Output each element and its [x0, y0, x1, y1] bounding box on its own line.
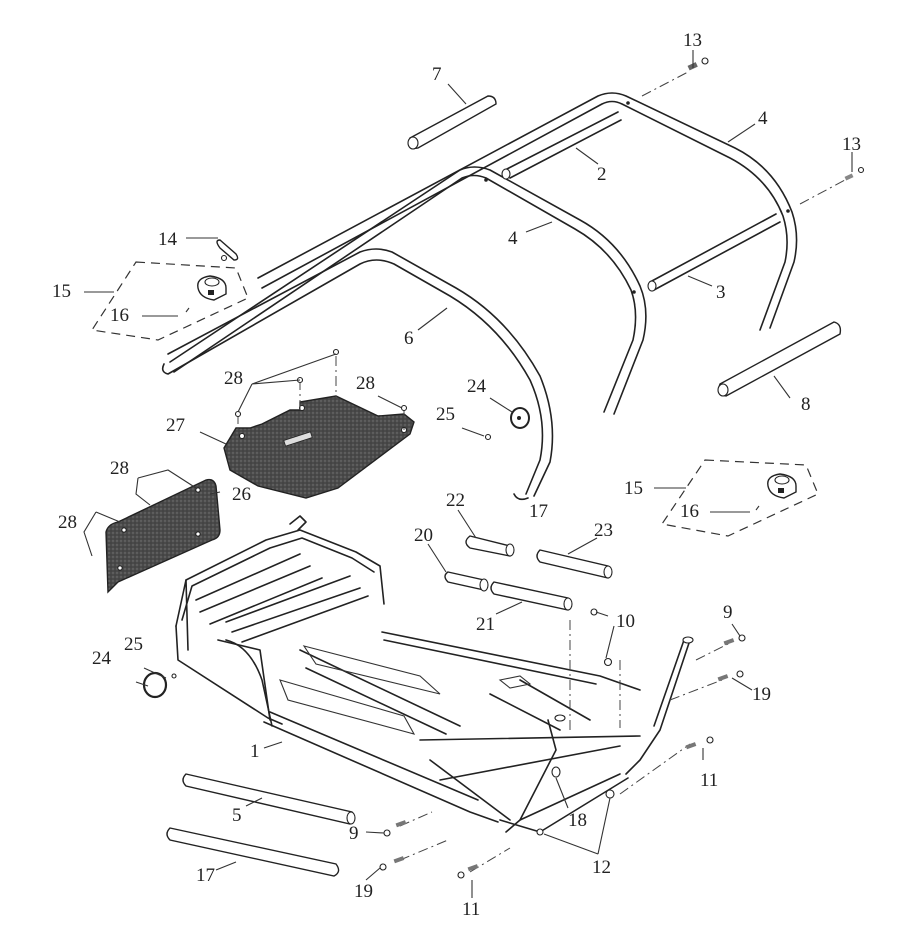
label-part-25-upper: 25 — [436, 404, 455, 425]
label-part-23: 23 — [594, 520, 613, 541]
clamp-assembly-left — [90, 261, 249, 341]
label-part-25-lower: 25 — [124, 634, 143, 655]
front-roll-hoop — [161, 248, 554, 501]
bolt-19-right — [669, 670, 744, 701]
label-part-3: 3 — [716, 282, 726, 303]
roll-hoop-rear — [257, 92, 798, 331]
label-part-1: 1 — [250, 741, 260, 762]
nut-10 — [569, 608, 621, 730]
label-part-22: 22 — [446, 490, 465, 511]
label-part-10: 10 — [616, 611, 635, 632]
sleeve-23 — [536, 549, 613, 579]
label-part-12: 12 — [592, 857, 611, 878]
label-part-26: 26 — [232, 484, 251, 505]
rivets-28-side — [83, 469, 197, 557]
sleeve-20 — [444, 571, 489, 592]
clamp-assembly-right — [660, 459, 819, 537]
label-part-24-lower: 24 — [92, 648, 112, 669]
screw-25-upper — [484, 433, 492, 441]
cross-tube-2 — [501, 111, 622, 180]
padding-tube-5 — [182, 773, 356, 825]
cross-tube-3 — [647, 213, 781, 292]
leader-lines — [84, 50, 853, 898]
padding-tube-17 — [166, 827, 340, 877]
label-part-4-rear: 4 — [758, 108, 768, 129]
roll-hoop-middle — [169, 166, 647, 415]
label-part-21: 21 — [476, 614, 495, 635]
label-part-16-right: 16 — [680, 501, 699, 522]
screw-25-lower — [171, 673, 177, 679]
washer-18 — [551, 766, 561, 778]
bolt-13-top — [641, 57, 709, 97]
label-part-8: 8 — [801, 394, 811, 415]
label-part-11-right: 11 — [700, 770, 718, 791]
label-part-15-right: 15 — [624, 478, 643, 499]
label-part-28-floor-left: 28 — [224, 368, 243, 389]
label-part-6: 6 — [404, 328, 414, 349]
label-part-19-right: 19 — [752, 684, 771, 705]
padding-tube-7 — [407, 95, 497, 150]
rivets-28-floor — [234, 348, 408, 434]
label-part-9-left: 9 — [349, 823, 359, 844]
padding-tube-8 — [717, 321, 842, 397]
label-part-24-upper: 24 — [467, 376, 487, 397]
bolt-19-left — [379, 839, 449, 871]
label-part-14: 14 — [158, 229, 178, 250]
label-part-19-left: 19 — [354, 881, 373, 902]
label-part-13-top: 13 — [683, 30, 702, 51]
label-part-17-upper: 17 — [529, 501, 548, 522]
side-panel-26 — [105, 478, 221, 594]
label-part-28-side-lower: 28 — [58, 512, 77, 533]
label-part-16-left: 16 — [110, 305, 129, 326]
sleeve-22 — [465, 535, 515, 557]
bolt-13-right — [799, 166, 865, 205]
label-part-5: 5 — [232, 805, 242, 826]
label-part-28-floor-right: 28 — [356, 373, 375, 394]
label-part-15-left: 15 — [52, 281, 71, 302]
label-part-17-lower: 17 — [196, 865, 215, 886]
floor-mat-27 — [223, 395, 415, 499]
end-cap-24-upper — [510, 407, 530, 429]
label-part-13-right: 13 — [842, 134, 861, 155]
label-part-27: 27 — [166, 415, 185, 436]
label-part-2: 2 — [597, 164, 607, 185]
bolt-9-right — [695, 634, 746, 661]
label-part-4-middle: 4 — [508, 228, 518, 249]
label-part-20: 20 — [414, 525, 433, 546]
main-frame — [175, 515, 694, 833]
bracket-14 — [216, 239, 239, 262]
callout-labels: 13 7 4 13 2 4 14 15 3 16 6 28 24 28 8 25… — [52, 30, 861, 920]
label-part-9-right: 9 — [723, 602, 733, 623]
label-part-11-left: 11 — [462, 899, 480, 920]
label-part-28-side-upper: 28 — [110, 458, 129, 479]
bolt-11-right — [619, 736, 714, 795]
bolt-9-left — [383, 811, 433, 837]
bolt-11-left — [457, 847, 511, 879]
label-part-18: 18 — [568, 810, 587, 831]
sleeve-21 — [490, 581, 573, 611]
label-part-7: 7 — [432, 64, 442, 85]
